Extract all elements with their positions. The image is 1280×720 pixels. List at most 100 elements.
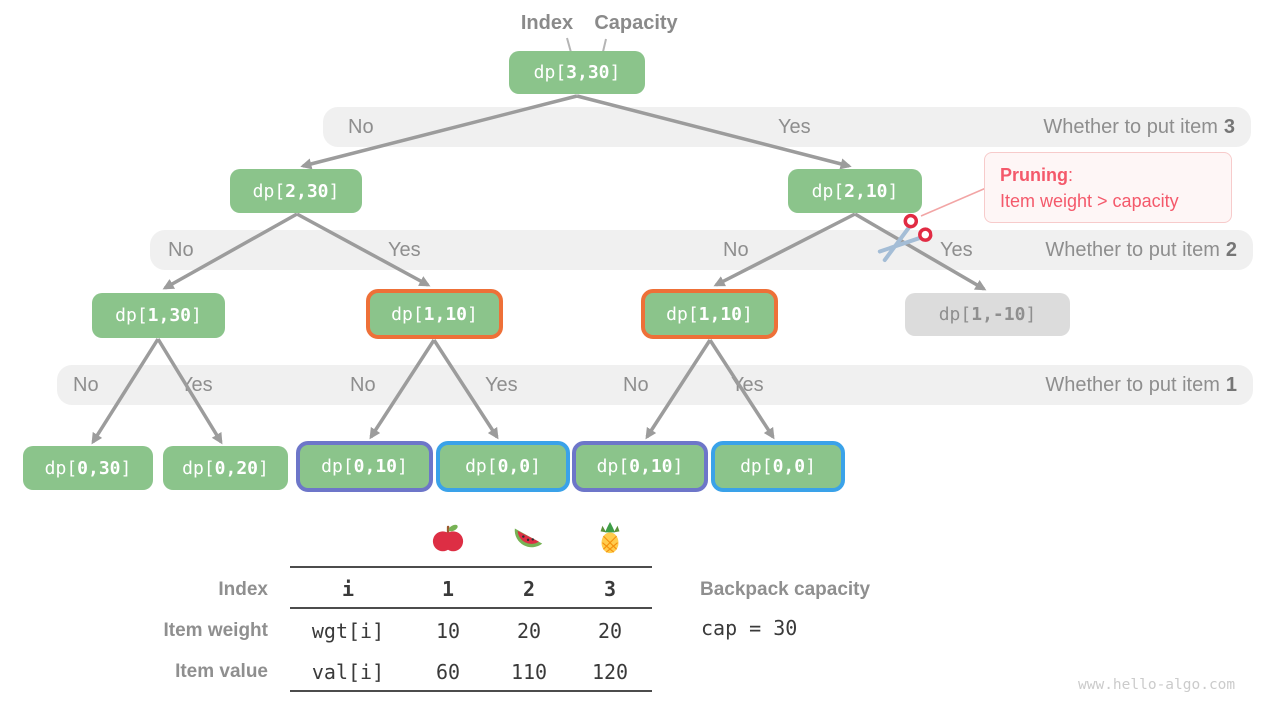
branch-label-no: No [348, 116, 374, 138]
node-text: dp[ [391, 303, 424, 325]
node-value: 3,30 [566, 62, 610, 83]
node-text: dp[ [321, 456, 354, 477]
branch-label-yes: Yes [940, 239, 973, 261]
node-text: dp[ [115, 305, 148, 326]
node-text: dp[ [465, 456, 498, 477]
scissors-icon [877, 213, 933, 263]
branch-label-no: No [350, 374, 376, 396]
node-value: 1,30 [147, 305, 192, 326]
table-row-label-value: Item value [175, 661, 268, 682]
dp-node-1-neg10-invalid: dp[1,-10] [905, 293, 1070, 336]
pruning-colon: : [1068, 165, 1074, 185]
branch-label-yes: Yes [778, 116, 811, 138]
node-text: ] [328, 180, 340, 202]
node-text: ] [258, 457, 269, 479]
node-value: 2,10 [844, 180, 888, 202]
backpack-capacity-value: cap = 30 [701, 616, 798, 640]
node-text: dp[ [44, 457, 78, 479]
table-cell: wgt[i] [311, 619, 385, 643]
table-cell: 10 [435, 619, 461, 643]
node-value: 0,30 [77, 457, 121, 479]
decision-band-item-2: Whether to put item 2 [150, 230, 1253, 270]
watermark: www.hello-algo.com [1078, 677, 1236, 693]
node-text: ] [530, 456, 541, 477]
dp-node-2-30: dp[2,30] [230, 169, 362, 213]
branch-label-no: No [73, 374, 99, 396]
table-row-label-index: Index [218, 579, 268, 600]
branch-label-yes: Yes [731, 374, 764, 396]
capacity-pointer-label: Capacity [594, 12, 678, 34]
node-text: dp[ [740, 456, 773, 477]
node-value: 0,20 [214, 457, 259, 479]
node-text: dp[ [182, 457, 215, 479]
node-value: 0,0 [772, 456, 806, 477]
dp-node-3-30: dp[3,30] [509, 51, 645, 94]
dp-node-1-10-highlighted: dp[1,10] [366, 289, 503, 339]
dp-node-2-10: dp[2,10] [788, 169, 922, 213]
node-value: 0,0 [497, 456, 531, 477]
node-text: ] [397, 456, 408, 477]
band-item-number: 1 [1225, 373, 1237, 396]
node-text: ] [805, 456, 816, 477]
node-text: dp[ [938, 304, 972, 325]
table-cell: 120 [591, 660, 629, 684]
table-cell: 3 [603, 577, 617, 601]
band-title: Whether to put item [1043, 115, 1218, 138]
table-cell: 60 [435, 660, 461, 684]
node-text: ] [742, 303, 753, 325]
node-text: dp[ [596, 456, 630, 477]
node-text: ] [120, 457, 132, 479]
decision-band-item-1: Whether to put item 1 [57, 365, 1253, 405]
node-value: 1,10 [698, 303, 743, 325]
table-cell: 20 [516, 619, 542, 643]
node-value: 2,30 [285, 180, 329, 202]
watermelon-icon [514, 528, 543, 548]
dp-node-0-0-highlighted: dp[0,0] [436, 441, 570, 492]
table-cell: i [341, 577, 355, 601]
table-cell: val[i] [311, 660, 385, 684]
node-text: ] [672, 456, 684, 477]
node-value: 0,10 [629, 456, 673, 477]
table-rule-top [290, 566, 652, 568]
table-cell: 1 [441, 577, 455, 601]
pruning-description: Item weight > capacity [1000, 191, 1179, 211]
dp-node-0-30: dp[0,30] [23, 446, 153, 490]
dp-node-1-30: dp[1,30] [92, 293, 225, 338]
pruning-callout: Pruning: Item weight > capacity [984, 152, 1232, 223]
branch-label-yes: Yes [485, 374, 518, 396]
table-rule-middle [290, 607, 652, 609]
node-text: dp[ [811, 180, 845, 202]
table-cell: 110 [510, 660, 548, 684]
node-text: dp[ [533, 62, 567, 83]
branch-label-no: No [623, 374, 649, 396]
node-text: ] [609, 62, 621, 83]
band-title: Whether to put item [1045, 373, 1220, 396]
index-pointer-label: Index [520, 12, 574, 34]
node-value: 0,10 [353, 456, 398, 477]
node-text: ] [887, 180, 899, 202]
backpack-capacity-label: Backpack capacity [700, 579, 871, 600]
pruning-callout-line [920, 187, 987, 217]
band-item-number: 2 [1225, 238, 1237, 261]
dp-node-0-20: dp[0,20] [163, 446, 288, 490]
node-text: ] [1025, 304, 1037, 325]
dp-node-1-10-highlighted: dp[1,10] [641, 289, 778, 339]
band-title: Whether to put item [1045, 238, 1220, 261]
apple-icon [432, 524, 464, 552]
dp-node-0-0-highlighted: dp[0,0] [711, 441, 845, 492]
pineapple-icon [600, 521, 620, 554]
dp-node-0-10-highlighted: dp[0,10] [572, 441, 708, 492]
node-text: ] [467, 303, 478, 325]
node-text: dp[ [666, 303, 699, 325]
branch-label-yes: Yes [180, 374, 213, 396]
branch-label-no: No [168, 239, 194, 261]
pruning-title: Pruning [1000, 165, 1068, 185]
table-row-label-weight: Item weight [163, 620, 268, 641]
branch-label-yes: Yes [388, 239, 421, 261]
band-item-number: 3 [1223, 115, 1235, 138]
pruning-title-line: Pruning: [1000, 162, 1231, 188]
table-cell: 20 [597, 619, 623, 643]
branch-label-no: No [723, 239, 749, 261]
node-text: ] [191, 305, 202, 326]
